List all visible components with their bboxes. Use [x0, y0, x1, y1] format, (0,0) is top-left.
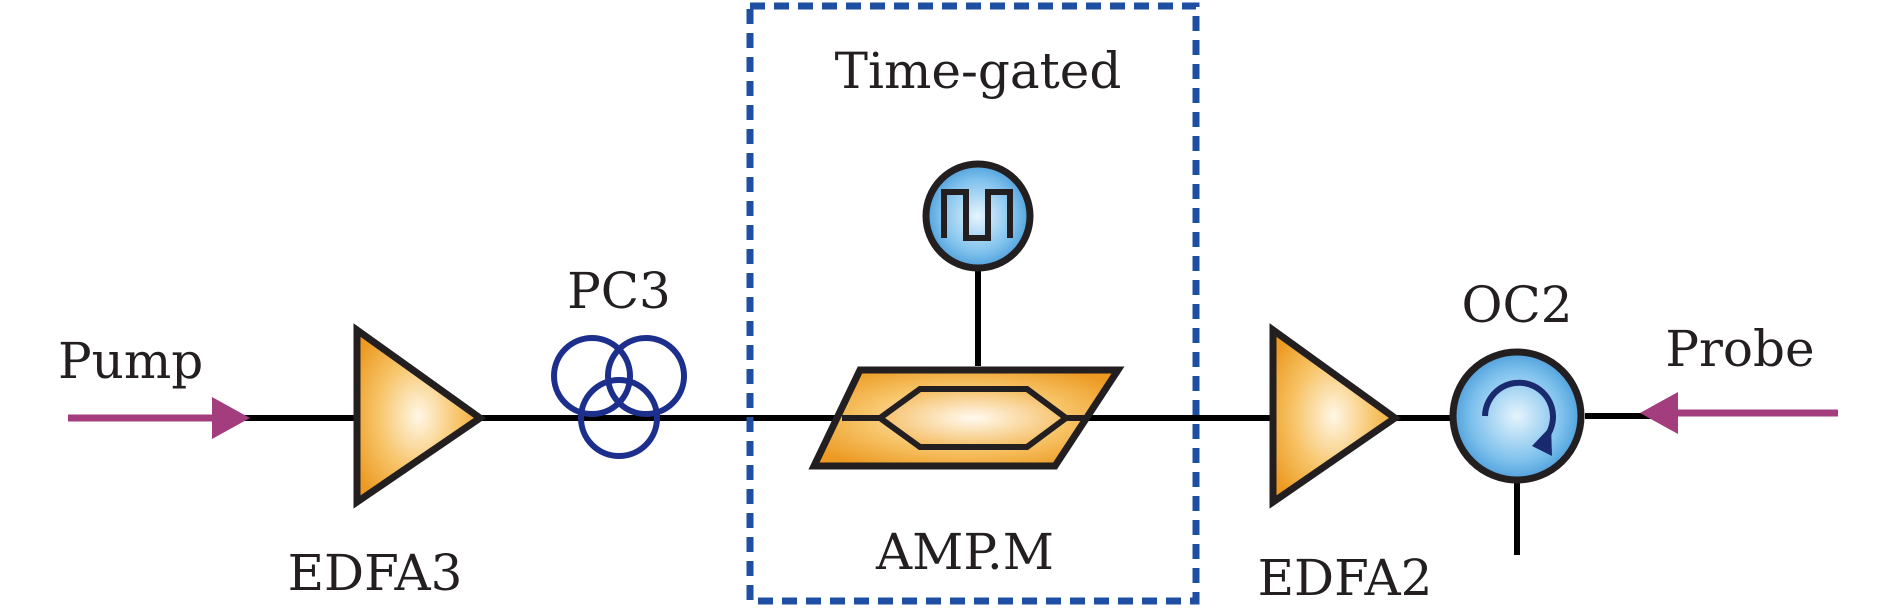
gate-title: Time-gated [835, 42, 1122, 100]
probe-arrow [1640, 392, 1838, 434]
edfa3-label: EDFA3 [288, 544, 463, 602]
pump-label: Pump [58, 332, 203, 390]
oc2-label: OC2 [1461, 276, 1572, 334]
probe-label: Probe [1665, 320, 1814, 378]
time-gated-box [746, 2, 1200, 605]
amp-m-modulator [808, 366, 1125, 470]
edfa2-amplifier [1269, 323, 1402, 509]
amp-m-label: AMP.M [875, 523, 1054, 581]
circulator-arrow-icon [1449, 348, 1585, 484]
edfa3-amplifier [353, 323, 487, 509]
pc3-label: PC3 [567, 262, 671, 320]
edfa2-label: EDFA2 [1258, 549, 1433, 607]
pc3-polarization-controller [551, 335, 687, 459]
square-wave-pulse-icon [922, 160, 1034, 272]
pump-arrow [68, 397, 250, 439]
